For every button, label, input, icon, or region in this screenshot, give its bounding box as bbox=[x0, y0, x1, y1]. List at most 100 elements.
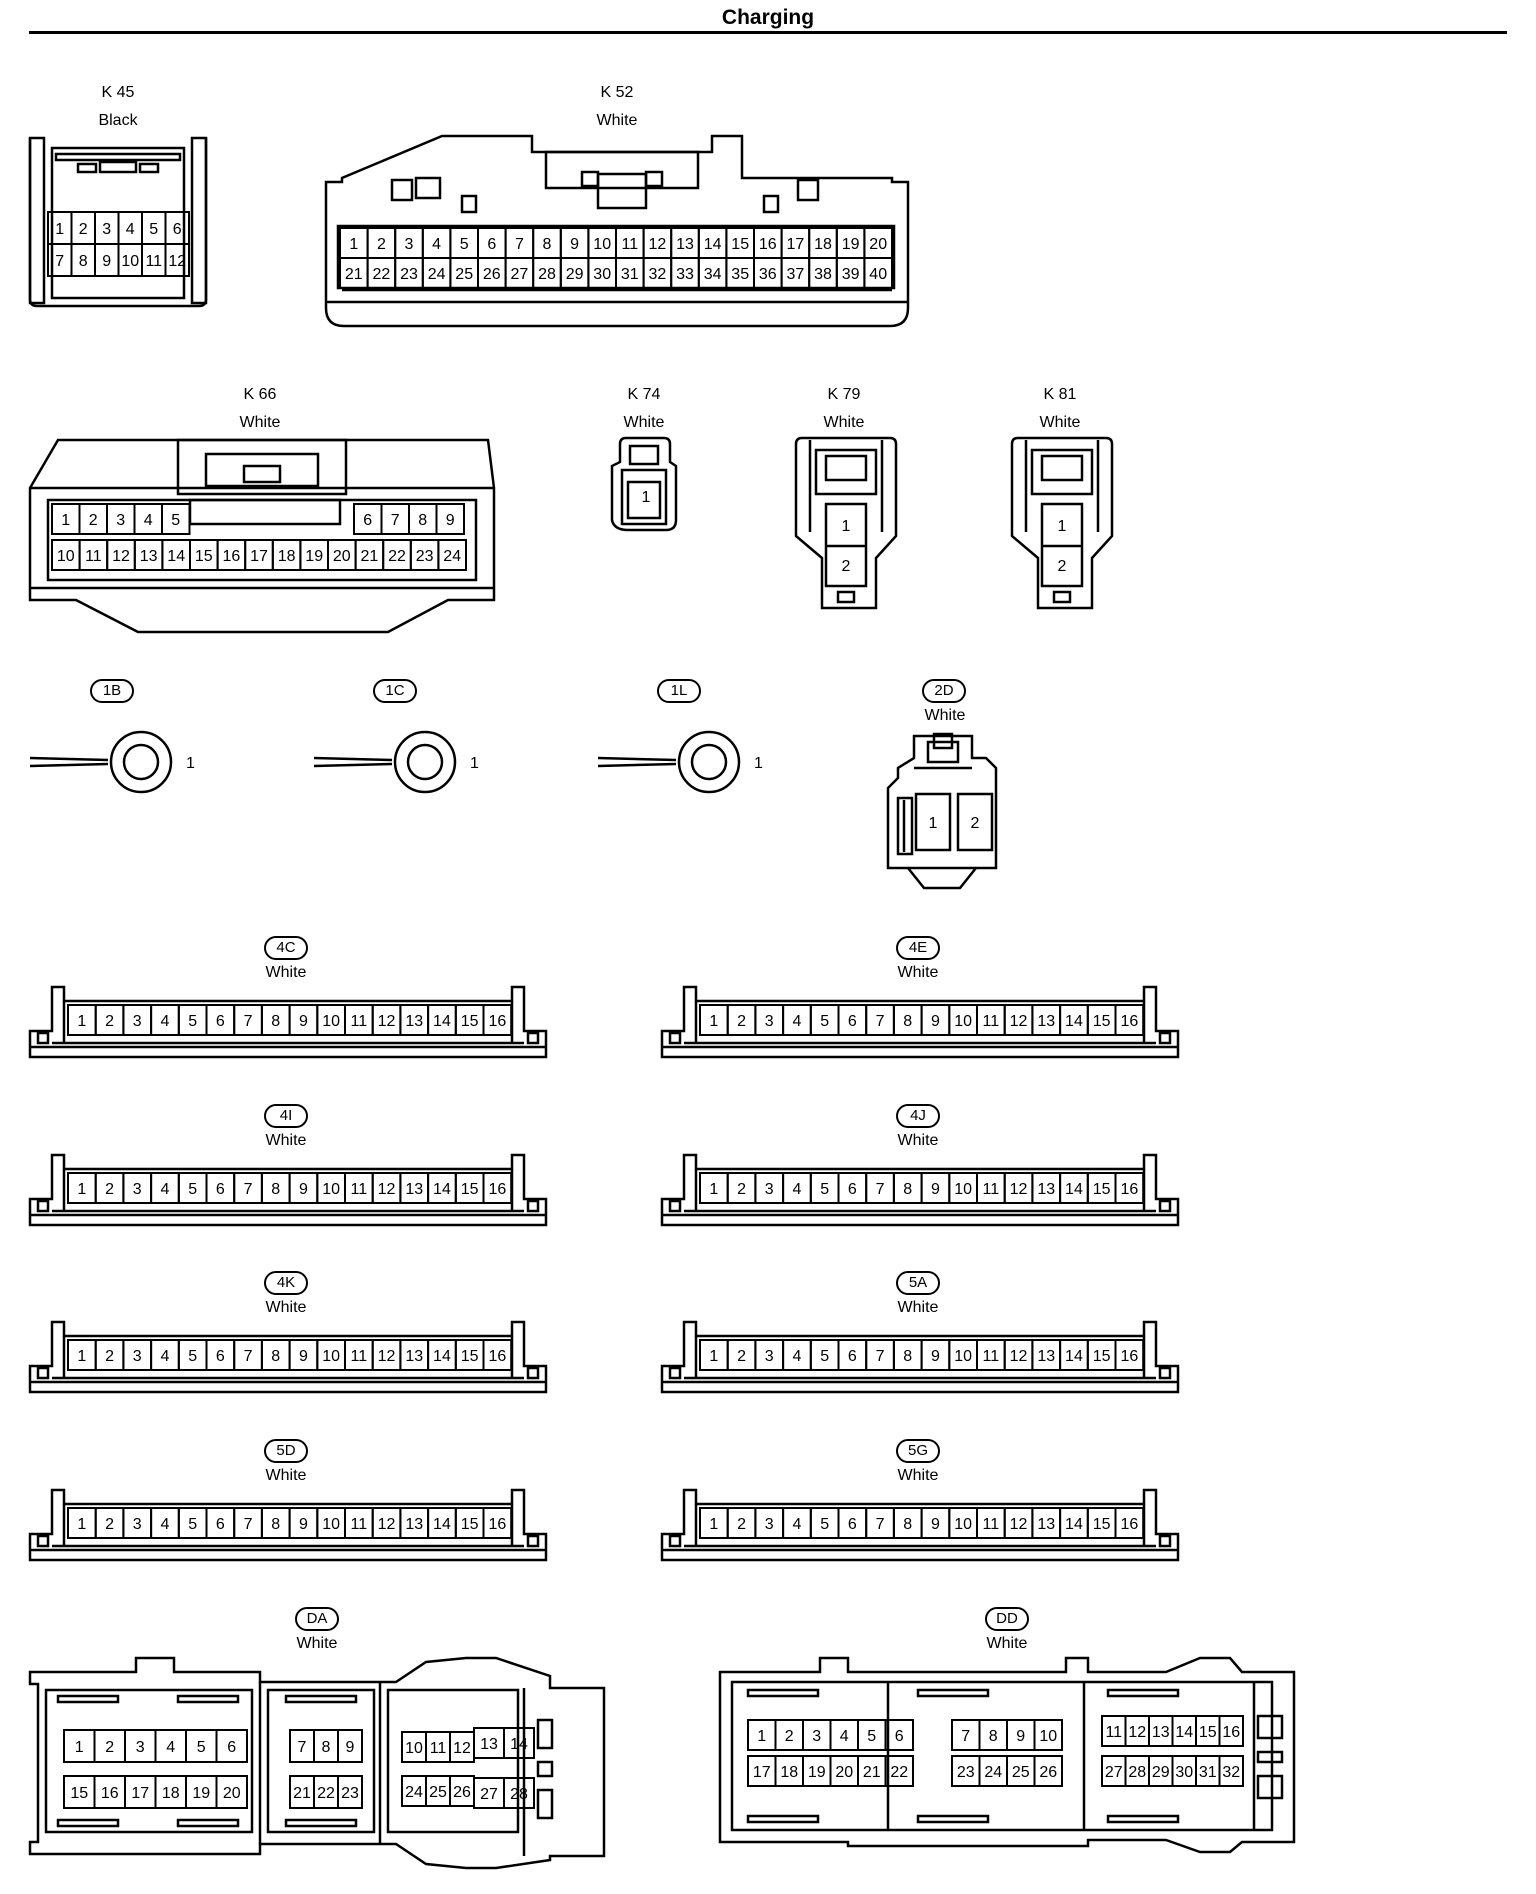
pin-label: 5 bbox=[820, 1181, 829, 1198]
pin-label: 30 bbox=[1175, 1764, 1193, 1781]
pin-label: 11 bbox=[983, 1013, 1000, 1030]
pin-label: 11 bbox=[1105, 1724, 1122, 1741]
pin-label: 13 bbox=[480, 1736, 498, 1753]
pin-cell bbox=[164, 243, 190, 277]
pin-cell bbox=[884, 1755, 914, 1787]
connector-color: White bbox=[897, 964, 939, 981]
connector-1c-ring-terminal: 1 bbox=[312, 730, 492, 800]
pin-label: 18 bbox=[278, 548, 296, 565]
pin-label: 7 bbox=[244, 1181, 253, 1198]
pin-label: 4 bbox=[840, 1728, 849, 1745]
pin-label: 6 bbox=[173, 221, 182, 238]
pin-label: 17 bbox=[753, 1764, 771, 1781]
pin-label: 36 bbox=[759, 266, 777, 283]
pin-label: 9 bbox=[299, 1516, 308, 1533]
pin-label: 15 bbox=[1093, 1348, 1111, 1365]
pin-label: 14 bbox=[1065, 1348, 1083, 1365]
pin-label: 21 bbox=[345, 266, 363, 283]
pin-label: 12 bbox=[453, 1740, 471, 1757]
connector-color: White bbox=[897, 1467, 939, 1484]
pin-label: 12 bbox=[378, 1516, 396, 1533]
connector-id-badge: 1L bbox=[657, 679, 701, 703]
pin-label: 4 bbox=[792, 1348, 801, 1365]
pin-label: 16 bbox=[1120, 1181, 1138, 1198]
pin-label: 16 bbox=[488, 1516, 506, 1533]
pin-label: 18 bbox=[162, 1785, 180, 1802]
pin-label: 1 bbox=[77, 1013, 86, 1030]
pin-label: 2 bbox=[1058, 558, 1067, 575]
pin-label: 2 bbox=[79, 221, 88, 238]
connector-color: White bbox=[823, 414, 865, 431]
pin-label: 23 bbox=[416, 548, 434, 565]
connector-id: K 45 bbox=[101, 84, 135, 101]
pin-label: 25 bbox=[1012, 1764, 1030, 1781]
pin-label: 27 bbox=[1105, 1764, 1123, 1781]
pin-label: 10 bbox=[954, 1348, 972, 1365]
pin-label: 11 bbox=[145, 253, 162, 270]
pin-label: 16 bbox=[223, 548, 241, 565]
connector-id-badge: 4J bbox=[896, 1104, 940, 1128]
pin-label: 14 bbox=[433, 1348, 451, 1365]
connector-k79: 1 2 bbox=[794, 436, 898, 616]
pin-label: 6 bbox=[895, 1728, 904, 1745]
pin-label: 6 bbox=[216, 1516, 225, 1533]
pin-label: 4 bbox=[792, 1516, 801, 1533]
pin-label: 27 bbox=[511, 266, 529, 283]
pin-label: 2 bbox=[105, 1013, 114, 1030]
pin-label: 11 bbox=[351, 1516, 368, 1533]
pin-cell bbox=[482, 1172, 513, 1204]
pin-cell bbox=[482, 1004, 513, 1036]
pin-label: 1 bbox=[842, 518, 851, 535]
connector-color: White bbox=[986, 1635, 1028, 1652]
pin-label: 19 bbox=[842, 236, 860, 253]
pin-label: 4 bbox=[144, 512, 153, 529]
pin-label: 10 bbox=[322, 1516, 340, 1533]
pin-label: 14 bbox=[704, 236, 722, 253]
pin-label: 8 bbox=[903, 1181, 912, 1198]
pin-label: 13 bbox=[405, 1181, 423, 1198]
pin-label: 10 bbox=[954, 1181, 972, 1198]
pin-label: 16 bbox=[101, 1785, 119, 1802]
pin-label: 13 bbox=[1037, 1181, 1055, 1198]
pin-label: 4 bbox=[160, 1181, 169, 1198]
connector-color: White bbox=[265, 1299, 307, 1316]
pin-label: 15 bbox=[461, 1181, 479, 1198]
pin-label: 7 bbox=[55, 253, 64, 270]
pin-label: 10 bbox=[322, 1181, 340, 1198]
pin-label: 23 bbox=[400, 266, 418, 283]
pin-label: 4 bbox=[160, 1348, 169, 1365]
pin-label: 16 bbox=[488, 1013, 506, 1030]
pin-label: 8 bbox=[271, 1516, 280, 1533]
connector-color: White bbox=[296, 1635, 338, 1652]
pin-label: 8 bbox=[271, 1181, 280, 1198]
pin-label: 1 bbox=[757, 1728, 766, 1745]
pin-label: 9 bbox=[931, 1516, 940, 1533]
pin-label: 6 bbox=[487, 236, 496, 253]
pin-label: 1 bbox=[349, 236, 358, 253]
pin-label: 13 bbox=[405, 1013, 423, 1030]
pin-label: 5 bbox=[188, 1013, 197, 1030]
pin-label: 10 bbox=[1039, 1728, 1057, 1745]
pin-label: 19 bbox=[305, 548, 323, 565]
pin-label: 5 bbox=[197, 1739, 206, 1756]
pin-label: 3 bbox=[133, 1181, 142, 1198]
connector-color: White bbox=[623, 414, 665, 431]
pin-label: 3 bbox=[102, 221, 111, 238]
pin-label: 2 bbox=[105, 1739, 114, 1756]
connector-id: K 52 bbox=[600, 84, 634, 101]
pin-label: 1 bbox=[754, 755, 763, 772]
pin-cell bbox=[437, 539, 467, 571]
pin-label: 2 bbox=[89, 512, 98, 529]
pin-label: 9 bbox=[931, 1181, 940, 1198]
pin-label: 11 bbox=[351, 1181, 368, 1198]
pin-label: 1 bbox=[709, 1013, 718, 1030]
pin-label: 13 bbox=[405, 1516, 423, 1533]
pin-label: 12 bbox=[1128, 1724, 1146, 1741]
pin-label: 7 bbox=[391, 512, 400, 529]
pin-label: 2 bbox=[737, 1013, 746, 1030]
pin-label: 13 bbox=[1037, 1516, 1055, 1533]
